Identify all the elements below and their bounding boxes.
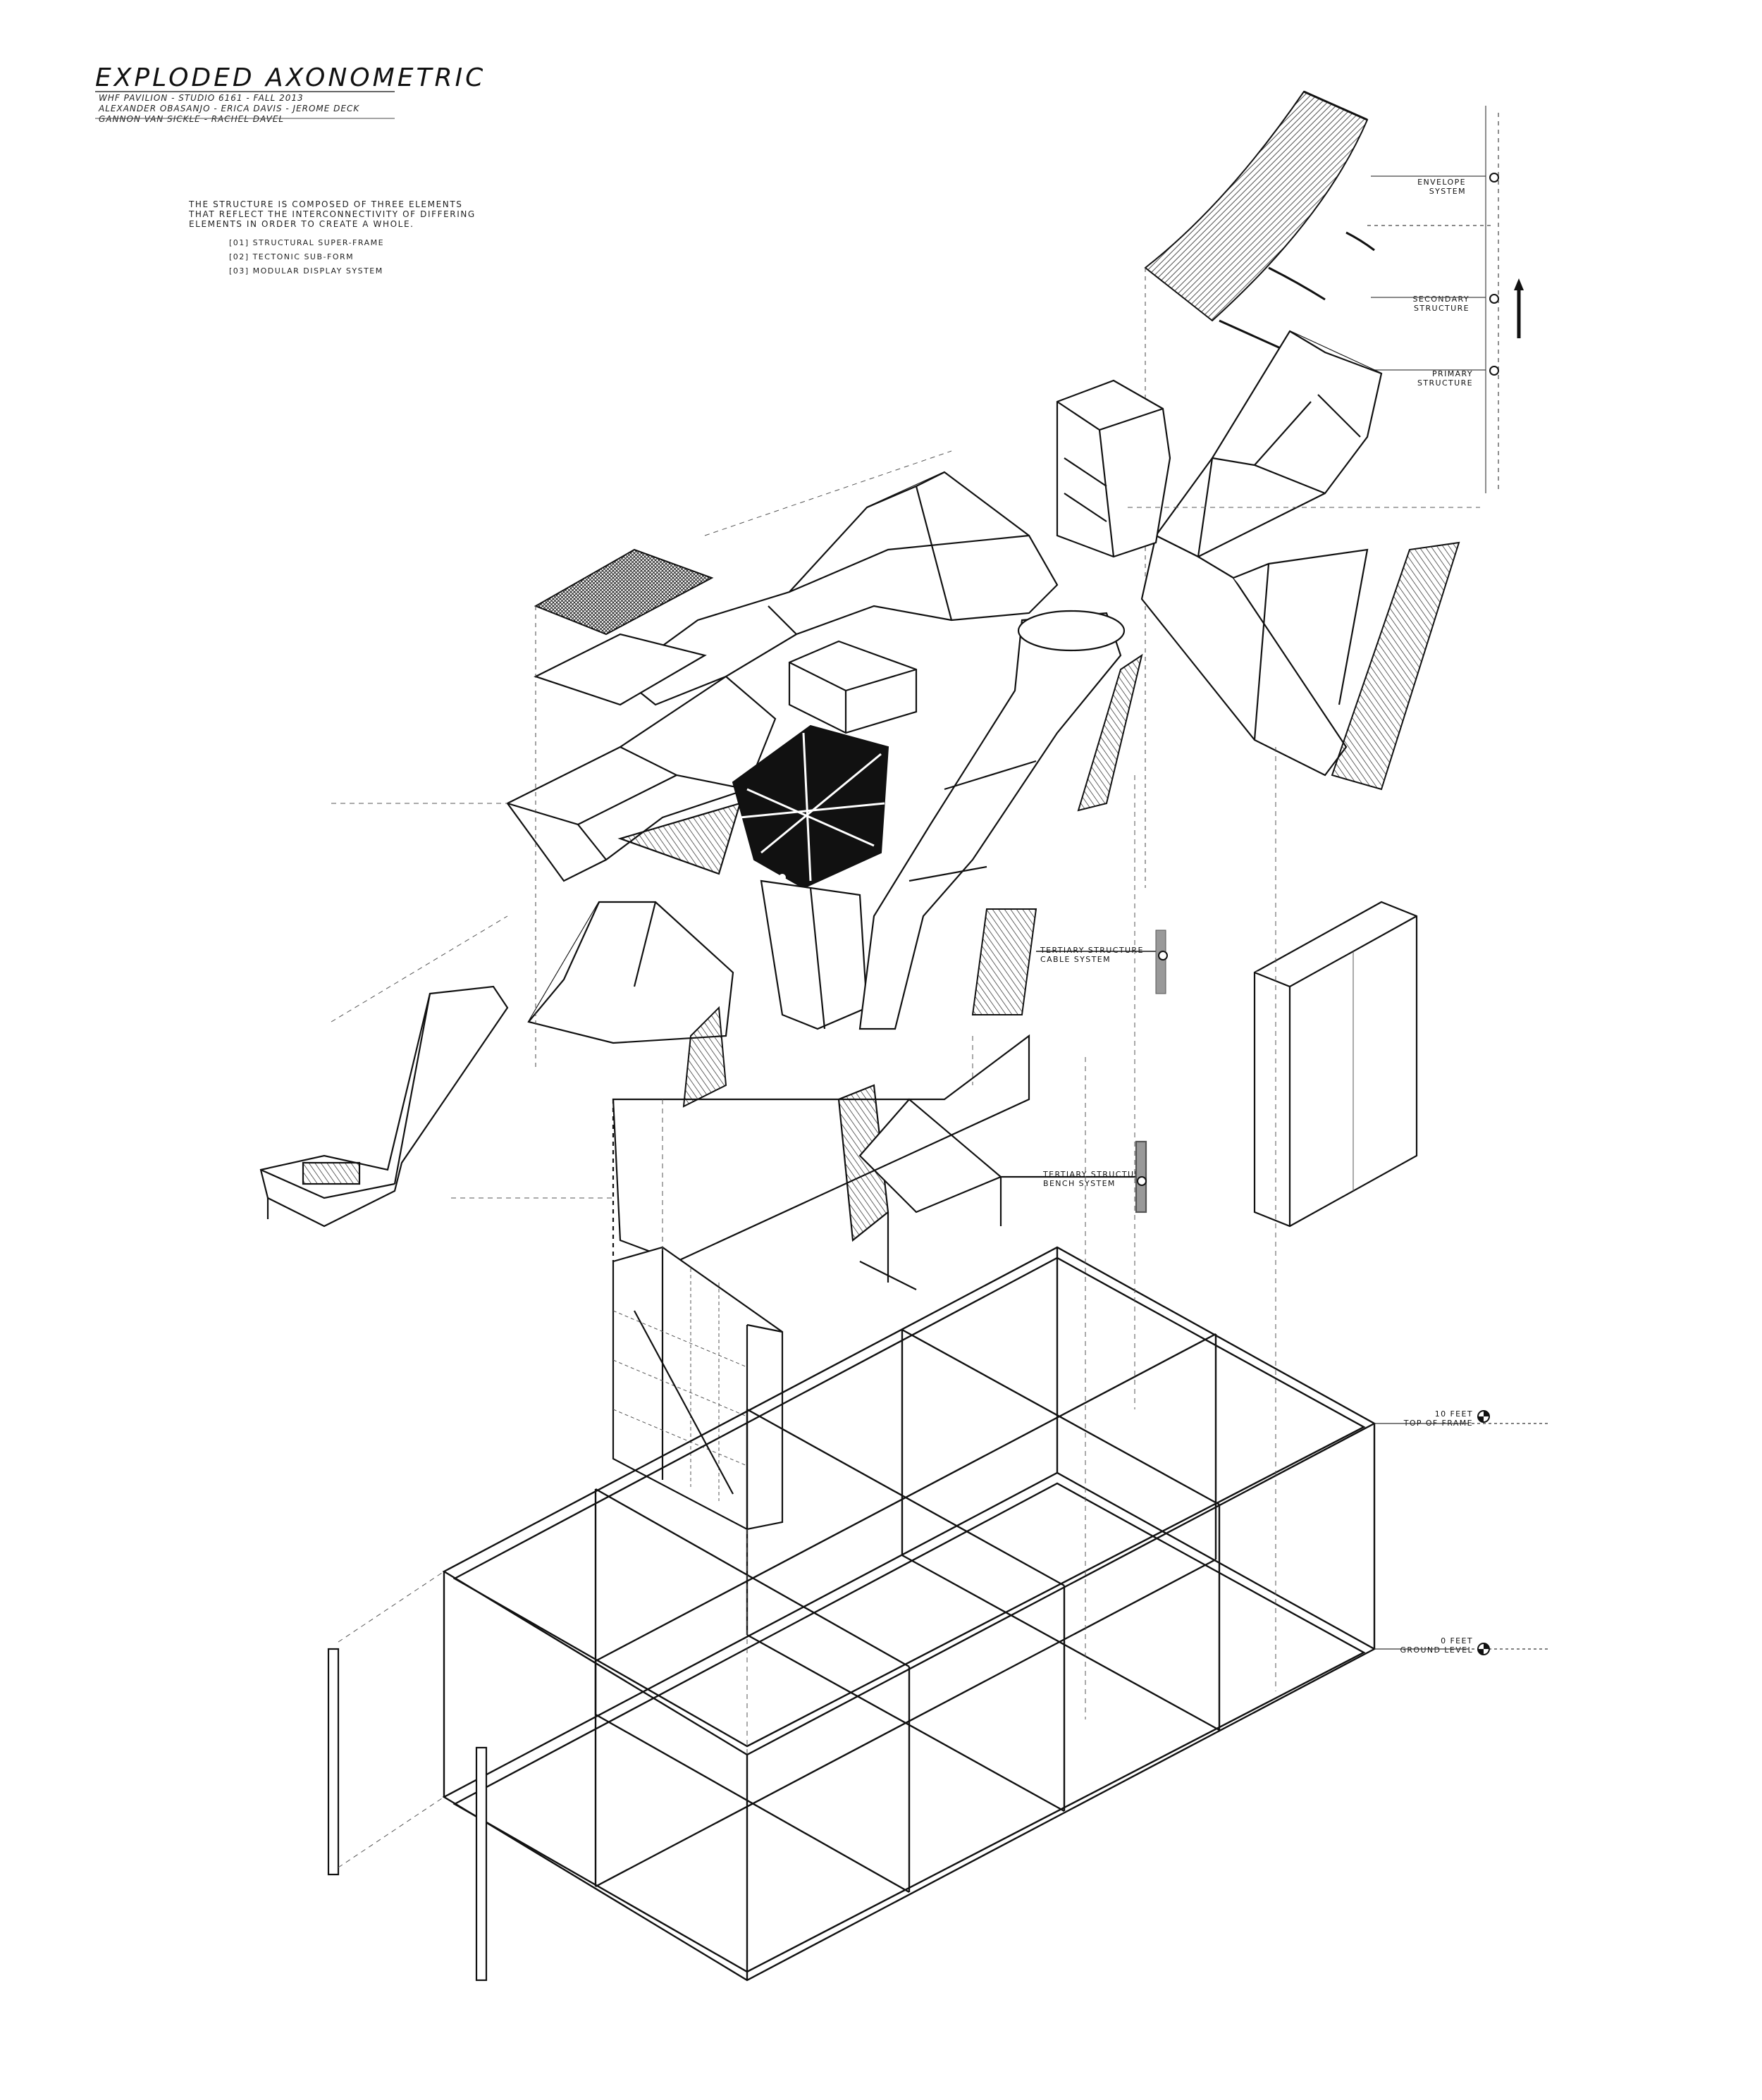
label-line: TERTIARY STRUCTURE [1040,946,1144,955]
label-line: SECONDARY [1412,295,1470,304]
credit-line: GANNON VAN SICKLE - RACHEL DAVEL [99,114,285,124]
stair-panel-right [1331,541,1460,791]
label-cable-system: TERTIARY STRUCTURE CABLE SYSTEM [1040,946,1144,964]
detached-posts [327,1648,488,1982]
north-arrow-icon [1514,278,1524,338]
intro-line: ELEMENTS IN ORDER TO CREATE A WHOLE. [189,219,414,229]
reference-lines [1367,106,1499,493]
intro-text: THE STRUCTURE IS COMPOSED OF THREE ELEME… [189,199,476,229]
cable-system-panel [682,908,1168,1108]
label-secondary-structure: SECONDARY STRUCTURE [1353,295,1470,313]
display-shelf-unit [612,1246,784,1531]
cable-interior-dark [732,724,889,889]
floor-plate [612,1034,1030,1263]
label-envelope-system: ENVELOPE SYSTEM [1353,178,1466,196]
label-line: STRUCTURE [1417,378,1473,388]
level-marker-icon [1477,1410,1490,1655]
drawing-title: EXPLODED AXONOMETRIC [95,63,486,92]
envelope-panel [1144,90,1369,888]
central-tower [788,640,918,734]
lower-legs [527,879,868,1044]
label-line: ENVELOPE [1417,178,1466,187]
secondary-tube [858,610,1126,1030]
element-list: [01] STRUCTURAL SUPER-FRAME [02] TECTONI… [229,236,384,278]
intro-line: THE STRUCTURE IS COMPOSED OF THREE ELEME… [189,199,463,209]
projection-lines [331,450,1480,1868]
stair-left [259,985,509,1228]
label-line: BENCH SYSTEM [1043,1179,1116,1188]
label-line: 10 FEET [1434,1409,1473,1419]
hatch-panel-mid [1077,653,1143,812]
element-item: [02] TECTONIC SUB-FORM [229,252,355,261]
element-item: [01] STRUCTURAL SUPER-FRAME [229,238,385,247]
label-line: GROUND LEVEL [1400,1645,1473,1655]
roof-panel-left [534,548,714,1071]
label-line: PRIMARY [1432,369,1473,378]
label-primary-structure: PRIMARY STRUCTURE [1353,369,1473,388]
central-sub-form [619,471,1059,706]
modular-display-box [1253,901,1418,1228]
secondary-structure [1219,231,1375,354]
primary-structure-box [1056,379,1171,558]
credit-line: ALEXANDER OBASANJO - ERICA DAVIS - JEROM… [99,104,360,113]
bench-system [837,1084,1147,1290]
label-line: STRUCTURE [1413,304,1470,313]
structural-super-frame [442,1246,1376,1982]
label-line: 0 FEET [1441,1636,1473,1645]
label-line: SYSTEM [1429,187,1466,196]
intro-line: THAT REFLECT THE INTERCONNECTIVITY OF DI… [189,209,476,219]
element-item: [03] MODULAR DISPLAY SYSTEM [229,266,383,276]
level-lines [1374,1423,1551,1650]
credit-line: WHF PAVILION - STUDIO 6161 - FALL 2013 [99,93,304,103]
label-ground-level: 0 FEET GROUND LEVEL [1367,1636,1473,1655]
level-marker-icon [1489,173,1499,376]
primary-structure-tube [1140,330,1383,777]
credits-block: WHF PAVILION - STUDIO 6161 - FALL 2013 A… [99,93,359,125]
left-wing [506,675,777,882]
label-line: CABLE SYSTEM [1040,955,1111,964]
